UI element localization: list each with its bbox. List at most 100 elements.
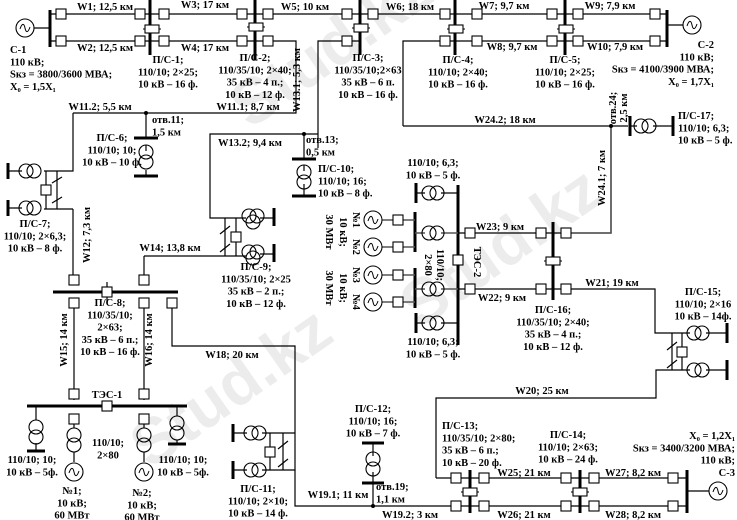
generator-icon (363, 237, 383, 257)
breaker-icon (572, 8, 584, 20)
tap-19-label: отв.19;1,1 км (376, 482, 409, 505)
sectional-breaker-icon (351, 23, 371, 33)
line-label-w6: W6; 18 км (386, 2, 434, 13)
tpp2-gen-power: 30 МВт (323, 270, 334, 306)
tpp2-gen-4-name: №4 (350, 294, 361, 311)
line-label-w12: W12; 7,3 км (82, 207, 93, 263)
breaker-icon (230, 231, 242, 243)
label-line: 35 кВ – 6 п.; (442, 446, 499, 457)
substation-1-label: П/С-1;110/10; 2×25;10 кВ – 16 ф. (138, 55, 198, 91)
label-line: 110/35/10; 2×40; (218, 65, 291, 76)
label-line: 110/10; 2×63; (538, 442, 598, 453)
breaker-icon (450, 472, 462, 484)
label-line: 35 кВ – 4 п.; (525, 330, 582, 341)
breaker-icon (262, 35, 274, 47)
label-line: 10 кВ – 5 ф. (678, 136, 733, 147)
label-line: Sкз = 4100/3900 МВА; (612, 65, 714, 76)
label-line: 1,1 км (376, 494, 405, 505)
label-line: 35 кВ – 4 п.; (227, 78, 284, 89)
transformer-icon (686, 325, 710, 341)
breaker-icon (546, 8, 558, 20)
breaker-icon (439, 35, 451, 47)
breaker-icon (464, 283, 476, 295)
breaker-icon (138, 388, 150, 400)
line-label-w11-1: W11.1; 8,7 км (216, 102, 279, 113)
center-network (144, 132, 318, 266)
generator-icon (15, 18, 35, 38)
tpp1-aux-left-label: 110/10; 10;10 кВ – 5ф. (6, 455, 58, 478)
breaker-icon (392, 241, 404, 253)
line-label-w26: W26; 21 км (497, 510, 550, 520)
tpp1-area (27, 256, 296, 482)
label-line: П/С-4; (443, 55, 474, 66)
label-line: 110/10; 2×25; (138, 67, 198, 78)
label-line: 10 кВ – 12 ф. (226, 299, 286, 310)
breaker-icon (138, 297, 150, 309)
line-label-w13-1: W13.1; 5,3 км (292, 48, 303, 112)
label-line: 10 кВ – 12 ф. (225, 90, 285, 101)
label-line: 110/35/10; 2×40; (516, 317, 589, 328)
sectional-breaker-icon (446, 24, 466, 34)
west-network (6, 111, 158, 275)
substation-7-label: П/С-7;110/10; 2×6,3;10 кВ – 8 ф. (4, 219, 67, 255)
label-line: 110/10; 2×10; (228, 496, 288, 507)
substation-8-label: П/С-8;110/35/10;2×63;35 кВ – 6 п.;10 кВ … (80, 298, 140, 358)
line-label-w7: W7; 9,7 км (479, 1, 530, 12)
label-line: 110 кВ; (10, 57, 44, 68)
transformer-icon (66, 427, 82, 453)
breaker-icon (134, 8, 146, 20)
label-line: 10 кВ – 8 ф. (8, 244, 63, 255)
label-line: отв.13; (306, 135, 339, 146)
substation-13-label: П/С-13;110/35/10; 2×80;35 кВ – 6 п.;10 к… (442, 421, 515, 469)
label-line: 10 кВ – 10 ф. (82, 158, 142, 169)
breaker-icon (68, 297, 80, 309)
tpp2-aux-top-label: 110/10; 6,3;10 кВ – 5 ф. (406, 158, 461, 181)
label-line: 110/35/10;2×63 (334, 65, 401, 76)
line-label-w28: W28; 8,2 км (605, 510, 661, 520)
sectional-breaker-icon (142, 24, 162, 34)
generator-icon (363, 292, 383, 312)
breaker-icon (134, 35, 146, 47)
breaker-icon (262, 8, 274, 20)
label-line: 10 кВ – 7 ф. (346, 429, 401, 440)
label-line: 10 кВ – 12 ф. (523, 342, 583, 353)
tap-13-label: отв.13;0,5 км (306, 135, 339, 158)
breaker-icon (572, 35, 584, 47)
substation-2-label: П/С-2;110/35/10; 2×40;35 кВ – 4 п.;10 кВ… (218, 53, 291, 101)
generator-icon (64, 462, 84, 482)
label-line: П/С-5; (550, 55, 581, 66)
label-line: 10 кВ; (57, 498, 87, 509)
label-line: П/С-11; (240, 484, 276, 495)
label-line: Sкз = 3400/3200 МВА; (633, 443, 735, 454)
transformer-icon (686, 362, 710, 378)
label-line: 110/10; 10; (159, 455, 208, 466)
tpp2-gen-1-name: №1 (350, 212, 361, 228)
tpp1-main-transformer-label: 110/10;2×80 (92, 438, 124, 461)
tpp2-area (363, 116, 729, 380)
label-line: П/С-8; (95, 298, 126, 309)
breaker-icon (101, 400, 113, 412)
breaker-icon (68, 274, 80, 286)
label-line: 0,5 км (306, 147, 335, 158)
label-line: 110/35/10; (87, 310, 133, 321)
substation-14-label: П/С-14;110/10; 2×63;10 кВ – 24 ф. (538, 430, 598, 466)
substation-4-label: П/С-4;110/10; 2×40;10 кВ – 16 ф. (428, 55, 488, 91)
line-label-w27: W27; 8,2 км (605, 468, 661, 479)
label-line: 10 кВ – 5ф. (157, 467, 209, 478)
tap-11-label: отв.11;1,5 км (152, 115, 184, 138)
label-line: 10 кВ – 16 ф. (80, 347, 140, 358)
line-label-w19-1: W19.1; 11 км (308, 490, 369, 501)
substation-10-label: П/С-10;110/10; 16;10 кВ – 8 ф. (318, 164, 373, 200)
label-line: С-3 (719, 468, 735, 479)
breaker-icon (367, 8, 379, 20)
substation-12-label: П/С-12;110/10; 16;10 кВ – 7 ф. (346, 404, 401, 440)
label-line: 110/10; 2×25; (535, 67, 595, 78)
label-line: П/С-7; (20, 219, 51, 230)
label-line: 1,5 км (152, 127, 181, 138)
label-line: 10 кВ – 20 ф. (442, 458, 502, 469)
line-label-w25: W25; 21 км (497, 468, 550, 479)
line-label-w18: W18; 20 км (205, 350, 258, 361)
line-label-w16: W16; 14 км (144, 313, 155, 366)
